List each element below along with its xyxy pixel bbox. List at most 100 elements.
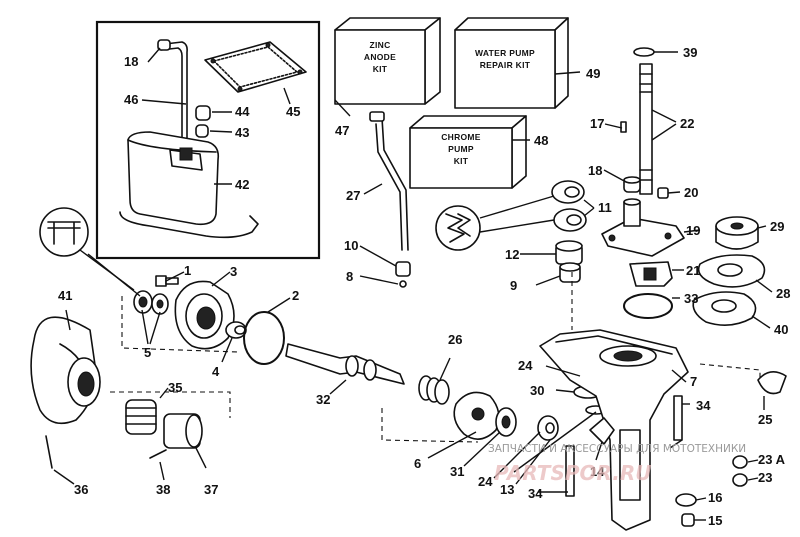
callout-numbers: 18 46 44 43 42 45 47 49 48 27 10 8 39 17… [58, 45, 790, 528]
bearing-carrier-3 [174, 280, 235, 350]
bearing-4 [225, 321, 247, 339]
pump-base-19 [601, 198, 685, 257]
callout-39: 39 [683, 45, 697, 60]
thrust-washer-35 [125, 399, 157, 435]
callout-24-lower: 24 [478, 474, 493, 489]
callout-45: 45 [286, 104, 300, 119]
pin-8 [399, 280, 407, 288]
pump-housing-42 [119, 131, 259, 239]
callout-11: 11 [598, 200, 612, 215]
bushing-18 [623, 176, 641, 193]
water-tube-46 [157, 39, 188, 141]
callout-27: 27 [346, 188, 360, 203]
gasket-45 [204, 41, 307, 93]
screw-34-lower [565, 445, 575, 497]
plug-15 [681, 513, 695, 527]
callout-30: 30 [530, 383, 544, 398]
callout-44: 44 [235, 104, 250, 119]
callout-24-upper: 24 [518, 358, 533, 373]
impeller-29 [715, 216, 759, 250]
callout-23: 23 [758, 470, 772, 485]
washer-16 [675, 493, 697, 507]
callout-3: 3 [230, 264, 237, 279]
callout-33: 33 [684, 291, 698, 306]
screw-20 [657, 187, 669, 199]
callout-10: 10 [344, 238, 358, 253]
callout-19: 19 [686, 223, 700, 238]
callout-28: 28 [776, 286, 790, 301]
callout-34-lower: 34 [528, 486, 543, 501]
bearing-13 [537, 415, 559, 441]
gear-6 [453, 391, 500, 440]
gear-31 [495, 407, 517, 437]
callout-34-upper: 34 [696, 398, 711, 413]
callout-6: 6 [414, 456, 421, 471]
pin-17 [620, 121, 627, 133]
hub-detail-circle [39, 207, 89, 257]
callout-47: 47 [335, 123, 349, 138]
watermark-logo: PARTSPOR.RU [494, 461, 652, 485]
washer-5-outer [133, 290, 153, 314]
washer-5-inner [151, 293, 169, 315]
callout-42: 42 [235, 177, 249, 192]
callout-15: 15 [708, 513, 722, 528]
callout-40: 40 [774, 322, 788, 337]
callout-22: 22 [680, 116, 694, 131]
driveshaft-22 [639, 63, 653, 195]
seal-11-upper [551, 180, 585, 204]
plug-23a [732, 455, 748, 469]
callout-13: 13 [500, 482, 514, 497]
propeller-41 [30, 316, 101, 425]
o-ring-2 [243, 311, 285, 365]
grommet-43 [195, 124, 209, 138]
callout-37: 37 [204, 482, 218, 497]
connector-10 [395, 261, 411, 277]
callout-8: 8 [346, 269, 353, 284]
seal-11-lower [553, 208, 587, 232]
callout-18-driveshaft: 18 [588, 163, 602, 178]
pin-38 [149, 449, 167, 459]
callout-17: 17 [590, 116, 604, 131]
callout-16: 16 [708, 490, 722, 505]
o-ring-33 [623, 293, 673, 319]
callout-43: 43 [235, 125, 249, 140]
callout-46: 46 [124, 92, 138, 107]
callout-12: 12 [505, 247, 519, 262]
callout-23a: 23 A [758, 452, 786, 467]
callout-29: 29 [770, 219, 784, 234]
plate-21 [629, 261, 673, 287]
callout-14: 14 [590, 464, 605, 479]
callout-32: 32 [316, 392, 330, 407]
callout-36: 36 [74, 482, 88, 497]
callout-25: 25 [758, 412, 772, 427]
bearing-12 [555, 240, 583, 265]
o-ring-39 [633, 47, 655, 57]
plug-23 [732, 473, 748, 487]
callout-31: 31 [450, 464, 464, 479]
callout-4: 4 [212, 364, 220, 379]
callout-21: 21 [686, 263, 700, 278]
gear-14 [589, 417, 615, 445]
watermark-caption: ЗАПЧАСТИ И АКСЕССУАРЫ ДЛЯ МОТОТЕХНИКИ [488, 443, 746, 455]
cotter-pin-36 [45, 435, 53, 469]
callout-41: 41 [58, 288, 72, 303]
gasket-28 [697, 254, 766, 288]
shift-rod-27 [369, 111, 409, 251]
grommet-44 [195, 105, 211, 121]
spring-26 [418, 375, 450, 405]
watermark: ЗАПЧАСТИ И АКСЕССУАРЫ ДЛЯ МОТОТЕХНИКИ PA… [488, 443, 746, 485]
callout-49: 49 [586, 66, 600, 81]
assembly-dashed-lines [110, 272, 761, 443]
callout-1: 1 [184, 263, 191, 278]
callout-2: 2 [292, 288, 299, 303]
bushing-9 [559, 262, 581, 283]
propeller-shaft-32 [285, 343, 405, 385]
anode-25 [757, 371, 787, 395]
gasket-40 [692, 291, 757, 326]
callout-18-inset: 18 [124, 54, 138, 69]
